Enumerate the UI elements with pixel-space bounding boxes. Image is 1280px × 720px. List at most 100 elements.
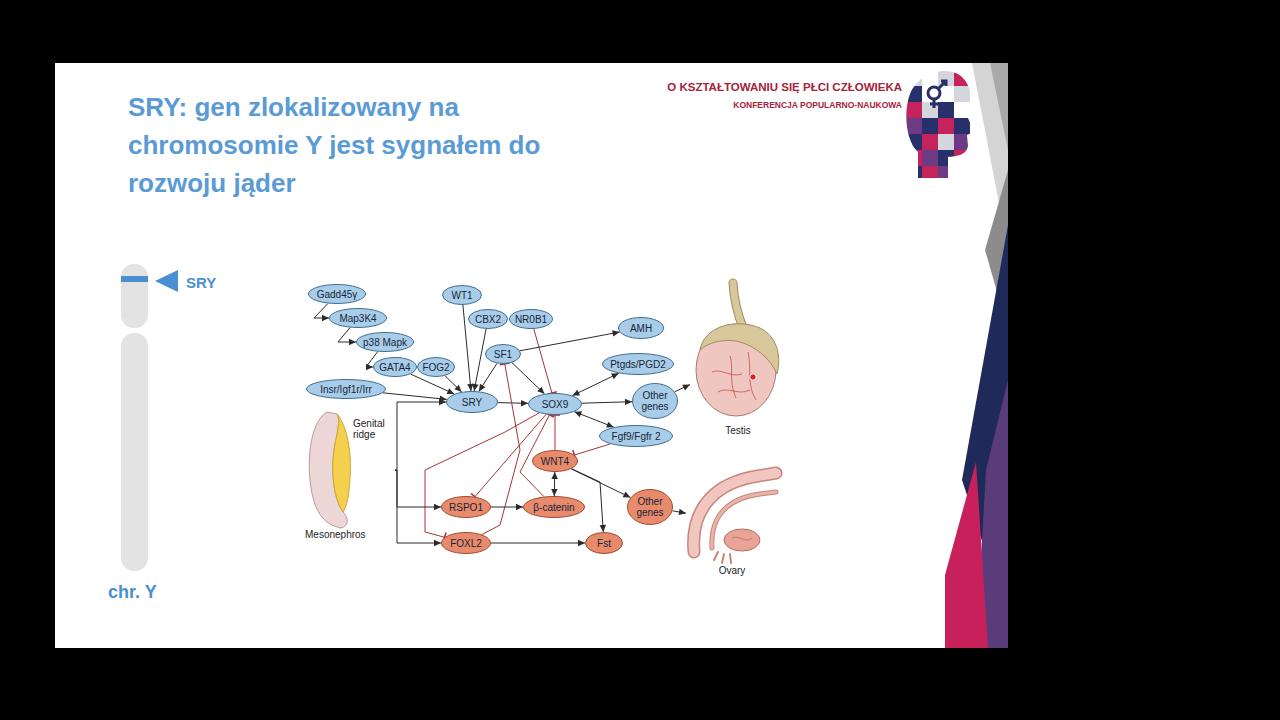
oval-text-area: CBX2 bbox=[468, 309, 508, 329]
gene-name: GATA4 bbox=[379, 362, 410, 373]
gender-arrow bbox=[938, 81, 946, 89]
oval-shape bbox=[603, 354, 674, 375]
connector-line bbox=[555, 415, 556, 450]
gene-oval: Other genes bbox=[627, 489, 673, 525]
chromosome-label: chr. Y bbox=[108, 582, 157, 603]
oval-shape bbox=[309, 285, 366, 304]
oval-text-area: Fgf9/Fgfr 2 bbox=[599, 425, 673, 447]
fimbriae bbox=[714, 552, 731, 563]
oval-text-area: β-catenin bbox=[523, 496, 585, 518]
arrow-head bbox=[439, 399, 446, 405]
gene-oval: WT1 bbox=[442, 285, 482, 305]
oval-text-area: FOG2 bbox=[417, 357, 455, 377]
oval-shape bbox=[447, 392, 498, 413]
arrow-connector bbox=[314, 303, 329, 321]
oval-shape bbox=[628, 490, 673, 525]
arrow-head bbox=[349, 339, 356, 345]
puzzle-piece bbox=[954, 86, 970, 102]
chromosome-arm bbox=[121, 264, 148, 328]
oval-text-area: SOX9 bbox=[528, 393, 582, 415]
connector-line bbox=[395, 402, 446, 470]
gene-name: Other genes bbox=[635, 390, 675, 412]
gene-name: p38 Mapk bbox=[363, 337, 407, 348]
organ-label: Genital ridge bbox=[353, 418, 395, 440]
testis-node: Testis bbox=[690, 282, 786, 442]
oval-text-area: Fst bbox=[585, 532, 623, 554]
gene-oval: Insr/Igf1r/Irr bbox=[306, 379, 386, 399]
gene-name: SRY bbox=[462, 397, 482, 408]
arrow-head bbox=[322, 315, 329, 321]
puzzle-piece bbox=[906, 134, 922, 150]
arrow-head bbox=[537, 387, 544, 394]
oval-text-area: Gadd45γ bbox=[308, 284, 366, 304]
gene-pointer-label: SRY bbox=[186, 274, 216, 291]
oval-text-area: NR0B1 bbox=[509, 309, 553, 329]
arrow-head bbox=[479, 384, 485, 392]
puzzle-piece bbox=[906, 118, 922, 134]
arrow-head bbox=[472, 384, 478, 391]
arrow-connector bbox=[395, 470, 441, 510]
gene-oval: WNT4 bbox=[532, 450, 578, 472]
arrow-connector bbox=[574, 411, 613, 427]
gene-oval: AMH bbox=[618, 317, 664, 339]
decor-triangle bbox=[945, 462, 988, 648]
oval-text-area: Insr/Igf1r/Irr bbox=[306, 379, 386, 399]
arrow-head bbox=[366, 364, 373, 370]
arrow-connector bbox=[395, 399, 446, 470]
oval-shape bbox=[374, 358, 417, 377]
oval-shape bbox=[307, 380, 386, 399]
gene-oval: Fst bbox=[585, 532, 623, 554]
puzzle-piece bbox=[954, 118, 970, 134]
spermatic-cord bbox=[733, 283, 744, 330]
gene-name: SF1 bbox=[494, 349, 512, 360]
arrow-head bbox=[551, 489, 557, 496]
vein bbox=[712, 352, 756, 400]
logo-title: O KSZTAŁTOWANIU SIĘ PŁCI CZŁOWIEKA bbox=[667, 81, 902, 93]
gene-name: WT1 bbox=[451, 290, 472, 301]
arrow-connector bbox=[675, 385, 690, 392]
slide-title: SRY: gen zlokalizowany na chromosomie Y … bbox=[128, 88, 633, 202]
oval-shape bbox=[357, 333, 414, 352]
arrow-connector bbox=[520, 330, 620, 351]
puzzle-piece bbox=[938, 102, 954, 118]
gene-oval: NR0B1 bbox=[509, 309, 553, 329]
marker-dot bbox=[750, 374, 756, 380]
gene-oval: FOG2 bbox=[417, 357, 455, 377]
gene-name: AMH bbox=[630, 323, 652, 334]
gene-name: β-catenin bbox=[533, 502, 574, 513]
chromosome-arm bbox=[121, 333, 148, 571]
gene-name: Fgf9/Fgfr 2 bbox=[612, 431, 661, 442]
gene-oval: Gadd45γ bbox=[308, 284, 366, 304]
puzzle-piece bbox=[938, 118, 954, 134]
oval-shape bbox=[443, 286, 482, 305]
puzzle-piece bbox=[906, 150, 922, 166]
arrow-head bbox=[551, 472, 557, 479]
ovary-body bbox=[724, 529, 760, 551]
connector-line bbox=[314, 303, 329, 318]
arrow-connector bbox=[512, 363, 544, 394]
arrow-head bbox=[574, 411, 582, 417]
gene-name: FOXL2 bbox=[450, 538, 482, 549]
mesonephros-drawing bbox=[309, 412, 350, 528]
puzzle-piece bbox=[904, 66, 976, 180]
arrow-connector bbox=[472, 329, 486, 391]
gene-name: CBX2 bbox=[475, 314, 501, 325]
organ-label: Testis bbox=[690, 425, 786, 436]
inhibition-connector bbox=[534, 329, 557, 395]
oval-shape bbox=[486, 345, 521, 364]
gene-name: Fst bbox=[597, 538, 611, 549]
connector-line bbox=[512, 363, 544, 394]
uterine-wall bbox=[712, 492, 776, 548]
oval-shape bbox=[330, 309, 387, 328]
arrow-connector bbox=[383, 393, 447, 402]
arrow-head bbox=[611, 373, 619, 379]
uterine-wall bbox=[712, 492, 776, 548]
oval-shape bbox=[633, 384, 678, 419]
oval-shape bbox=[418, 358, 455, 377]
puzzle-piece bbox=[954, 134, 970, 150]
gene-oval: Map3K4 bbox=[329, 308, 387, 328]
oval-shape bbox=[619, 318, 664, 339]
connector-line bbox=[574, 412, 613, 428]
decor-strip bbox=[990, 63, 1008, 150]
arrow-head bbox=[516, 504, 523, 510]
